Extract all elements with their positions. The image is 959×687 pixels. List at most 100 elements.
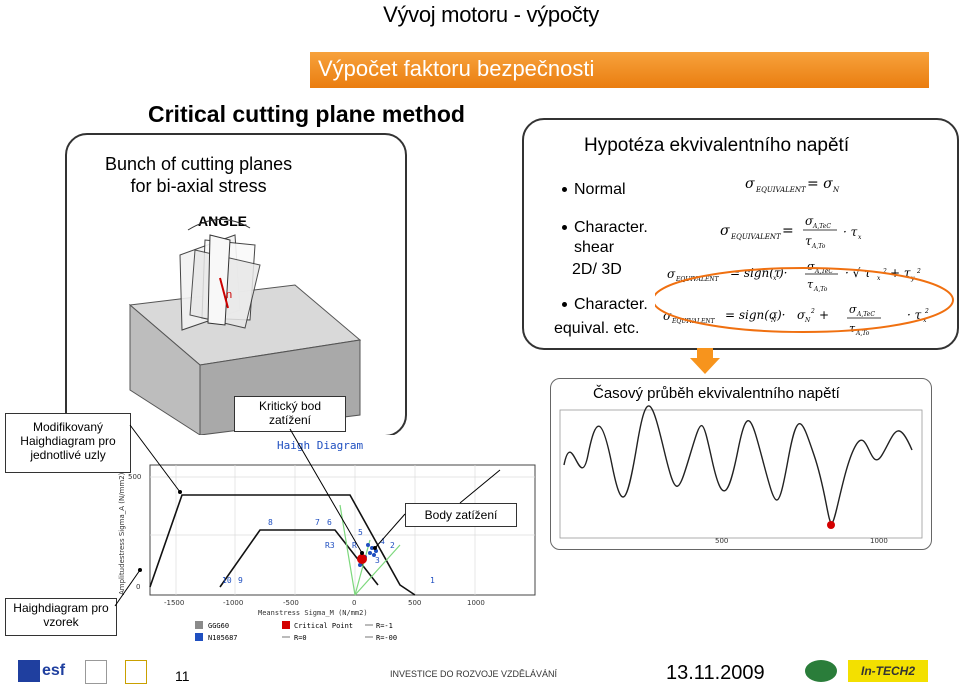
svg-text:A,To: A,To: [813, 286, 828, 293]
bullet-equiv-line2: equival. etc.: [554, 320, 640, 337]
callout-line: Haighdiagram pro: [13, 601, 109, 615]
svg-text:σ: σ: [663, 309, 672, 323]
time-history-plot: 500 1000: [559, 405, 923, 545]
svg-text:x: x: [877, 275, 881, 282]
callout-line: vzorek: [43, 615, 79, 629]
svg-text:σ: σ: [807, 260, 815, 273]
point-label-r: R: [352, 541, 357, 550]
legend-swatch-node: [195, 633, 203, 641]
svg-text:=: =: [782, 223, 794, 239]
x-tick-1000: 1000: [467, 599, 485, 607]
point-label-10: 10: [222, 576, 232, 585]
point-label-3: 3: [375, 556, 380, 565]
svg-text:x: x: [923, 317, 927, 324]
hypothesis-title: Hypotéza ekvivalentního napětí: [584, 135, 850, 156]
svg-text:2: 2: [924, 308, 929, 315]
legend-r-minus1: R=-1: [376, 622, 393, 630]
point-label-6: 6: [327, 518, 332, 527]
point-label-r3: R3: [325, 541, 335, 550]
x-tick-0: 0: [352, 599, 356, 607]
svg-text:EQUIVALENT: EQUIVALENT: [755, 186, 807, 194]
svg-text:x: x: [858, 234, 862, 241]
svg-text:A,To: A,To: [855, 330, 870, 337]
svg-text:τ: τ: [849, 322, 856, 335]
legend-swatch-critical: [282, 621, 290, 629]
svg-text:σ: σ: [849, 303, 857, 316]
x-tick-m1500: -1500: [164, 599, 184, 607]
svg-text:· √ τ: · √ τ: [845, 266, 871, 280]
caption-line-1: Bunch of cutting planes: [105, 154, 293, 174]
bullet-normal: Normal: [562, 180, 626, 200]
svg-text:2: 2: [916, 268, 921, 275]
haigh-diagram: Haigh Diagram Amplitudestress Sigma_A (N…: [110, 435, 550, 650]
bullet-dot: [562, 225, 567, 231]
svg-text:A,TeC: A,TeC: [812, 223, 831, 230]
point-label-5: 5: [358, 528, 363, 537]
point-label-8: 8: [268, 518, 273, 527]
callout-modified-haigh: Modifikovaný Haighdiagram pro jednotlivé…: [5, 413, 131, 473]
svg-text:σ: σ: [745, 176, 755, 192]
point-label-7: 7: [315, 518, 320, 527]
svg-text:τ: τ: [805, 234, 812, 248]
svg-text:N: N: [804, 317, 811, 324]
legend-r-inf: R=-00: [376, 634, 397, 642]
x-tick-m1000: -1000: [223, 599, 243, 607]
time-tick-1000: 1000: [870, 537, 888, 545]
method-title: Critical cutting plane method: [148, 101, 465, 127]
svg-text:· τ: · τ: [843, 225, 858, 239]
callout-line: Haighdiagram pro: [20, 434, 116, 448]
svg-text:)·: )·: [776, 308, 786, 322]
time-tick-500: 500: [715, 537, 728, 545]
eu-flag-icon: [18, 660, 40, 682]
legend-swatch-ggg60: [195, 621, 203, 629]
svg-text:A,TeC: A,TeC: [814, 268, 833, 275]
svg-text:σ: σ: [805, 214, 814, 228]
callout-line: Modifikovaný: [32, 420, 104, 434]
svg-text:EQUIVALENT: EQUIVALENT: [675, 276, 720, 283]
point-label-4: 4: [380, 537, 385, 546]
footer-program-text: INVESTICE DO ROZVOJE VZDĚLÁVÁNÍ: [390, 669, 558, 679]
time-history-title: Časový průběh ekvivalentního napětí: [593, 385, 840, 402]
caption-line-2: for bi-axial stress: [130, 176, 267, 196]
bullet-shear: Character.: [562, 218, 648, 238]
bullet-text: Character.: [574, 219, 648, 236]
legend-node: N105687: [208, 634, 238, 642]
cutting-plane-caption: Bunch of cutting planes for bi-axial str…: [105, 153, 292, 197]
callout-sample-haigh: Haighdiagram pro vzorek: [5, 598, 117, 636]
bullet-equiv: Character.: [562, 295, 648, 315]
section-banner: Výpočet faktoru bezpečnosti: [310, 52, 929, 88]
ministry-logo-icon: [85, 660, 107, 684]
haigh-title: Haigh Diagram: [277, 439, 363, 452]
svg-text:)·: )·: [778, 266, 788, 280]
callout-line: jednotlivé uzly: [30, 448, 106, 462]
svg-text:N: N: [832, 186, 840, 194]
bullet-dot: [562, 302, 567, 308]
svg-text:A,TeC: A,TeC: [856, 311, 875, 318]
svg-text:2: 2: [810, 308, 815, 315]
svg-text:A,To: A,To: [811, 243, 826, 250]
svg-text:N: N: [770, 317, 777, 324]
svg-text:= σ: = σ: [807, 176, 833, 192]
point-label-1: 1: [430, 576, 435, 585]
callout-load-points: Body zatížení: [405, 503, 517, 527]
hypothesis-box: Hypotéza ekvivalentního napětí Normal Ch…: [522, 118, 959, 350]
bullet-dot: [562, 187, 567, 193]
svg-text:+: +: [819, 308, 829, 322]
haigh-x-label: Meanstress Sigma_M (N/mm2): [258, 609, 368, 617]
callout-critical-point: Kritický bod zatížení: [234, 396, 346, 432]
x-tick-m500: -500: [283, 599, 299, 607]
footer-date: 13.11.2009: [666, 662, 765, 684]
callout-line: zatížení: [268, 413, 312, 427]
point-label-9: 9: [238, 576, 243, 585]
slide-title: Vývoj motoru - výpočty: [383, 2, 599, 27]
page-number: 11: [175, 668, 190, 684]
legend-critical-point: Critical Point: [294, 622, 353, 630]
x-tick-500: 500: [408, 599, 421, 607]
banner-text: Výpočet faktoru bezpečnosti: [318, 56, 595, 81]
legend-r0: R=0: [294, 634, 307, 642]
down-arrow: [690, 348, 720, 374]
svg-text:2: 2: [882, 268, 887, 275]
angle-label: ANGLE: [198, 213, 247, 229]
intech-logo: In-TECH2: [848, 660, 928, 682]
